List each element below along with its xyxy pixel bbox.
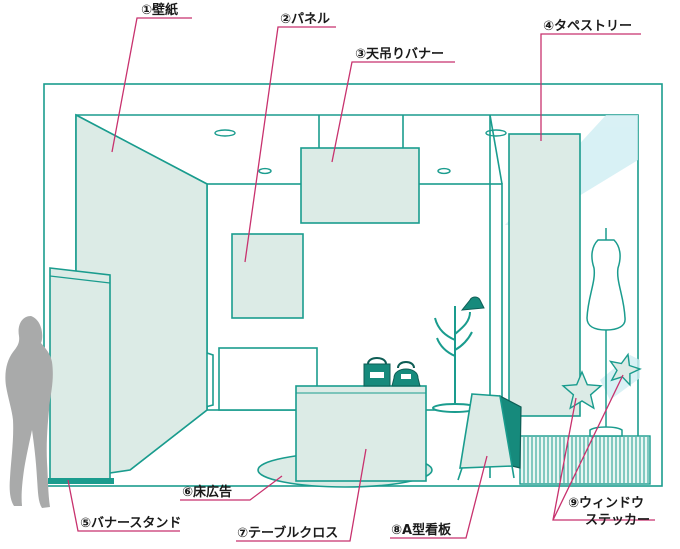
ceiling-light-icon [437,167,451,175]
ceiling-light-icon [214,129,236,137]
leader-window-sticker-2 [552,374,624,521]
leader-wallpaper [111,17,192,153]
ceiling-light-icon [258,167,272,175]
label-ceiling-banner: ③天吊りバナー [355,47,444,62]
star-sticker [561,370,603,410]
coat-rack [432,306,478,413]
leader-a-board [390,455,488,539]
hat-icon [460,296,485,311]
label-wallpaper: ①壁紙 [141,2,178,18]
ceiling-edge-right [489,114,503,185]
leader-panel [244,26,336,263]
leader-tapestry [540,33,641,141]
table-with-cloth [295,385,427,482]
leader-lines [67,17,655,542]
a-board-sign [457,393,522,481]
leader-table-cloth [236,448,367,542]
label-banner-stand: ⑤バナースタンド [80,516,181,531]
label-table-cloth: ⑦テーブルクロス [237,525,338,541]
ceiling-banner [300,147,420,224]
wall-panel [231,233,304,319]
tapestry [508,133,581,417]
leader-banner-stand [67,479,180,532]
label-panel: ②パネル [280,12,330,27]
label-window-sticker-line2: ステッカー [585,513,650,528]
mannequin [586,228,626,437]
display-bags [363,357,421,387]
ceiling-lights [214,129,507,175]
leader-floor-ad [180,475,283,501]
window-base-stripes [519,435,651,485]
ceiling-light-icon [485,129,507,137]
label-tapestry: ④タペストリー [543,19,632,34]
label-window-sticker-line1: ⑨ウィンドウ [568,496,644,511]
label-a-board: ⑧A型看板 [391,522,452,538]
label-floor-ad: ⑥床広告 [182,484,232,500]
person-silhouette [5,316,53,508]
banner-stand [48,267,114,484]
labels: ①壁紙 ②パネル ③天吊りバナー ④タペストリー ⑤バナースタンド ⑥床広告 ⑦… [80,2,650,541]
leader-ceiling-banner [331,61,455,163]
